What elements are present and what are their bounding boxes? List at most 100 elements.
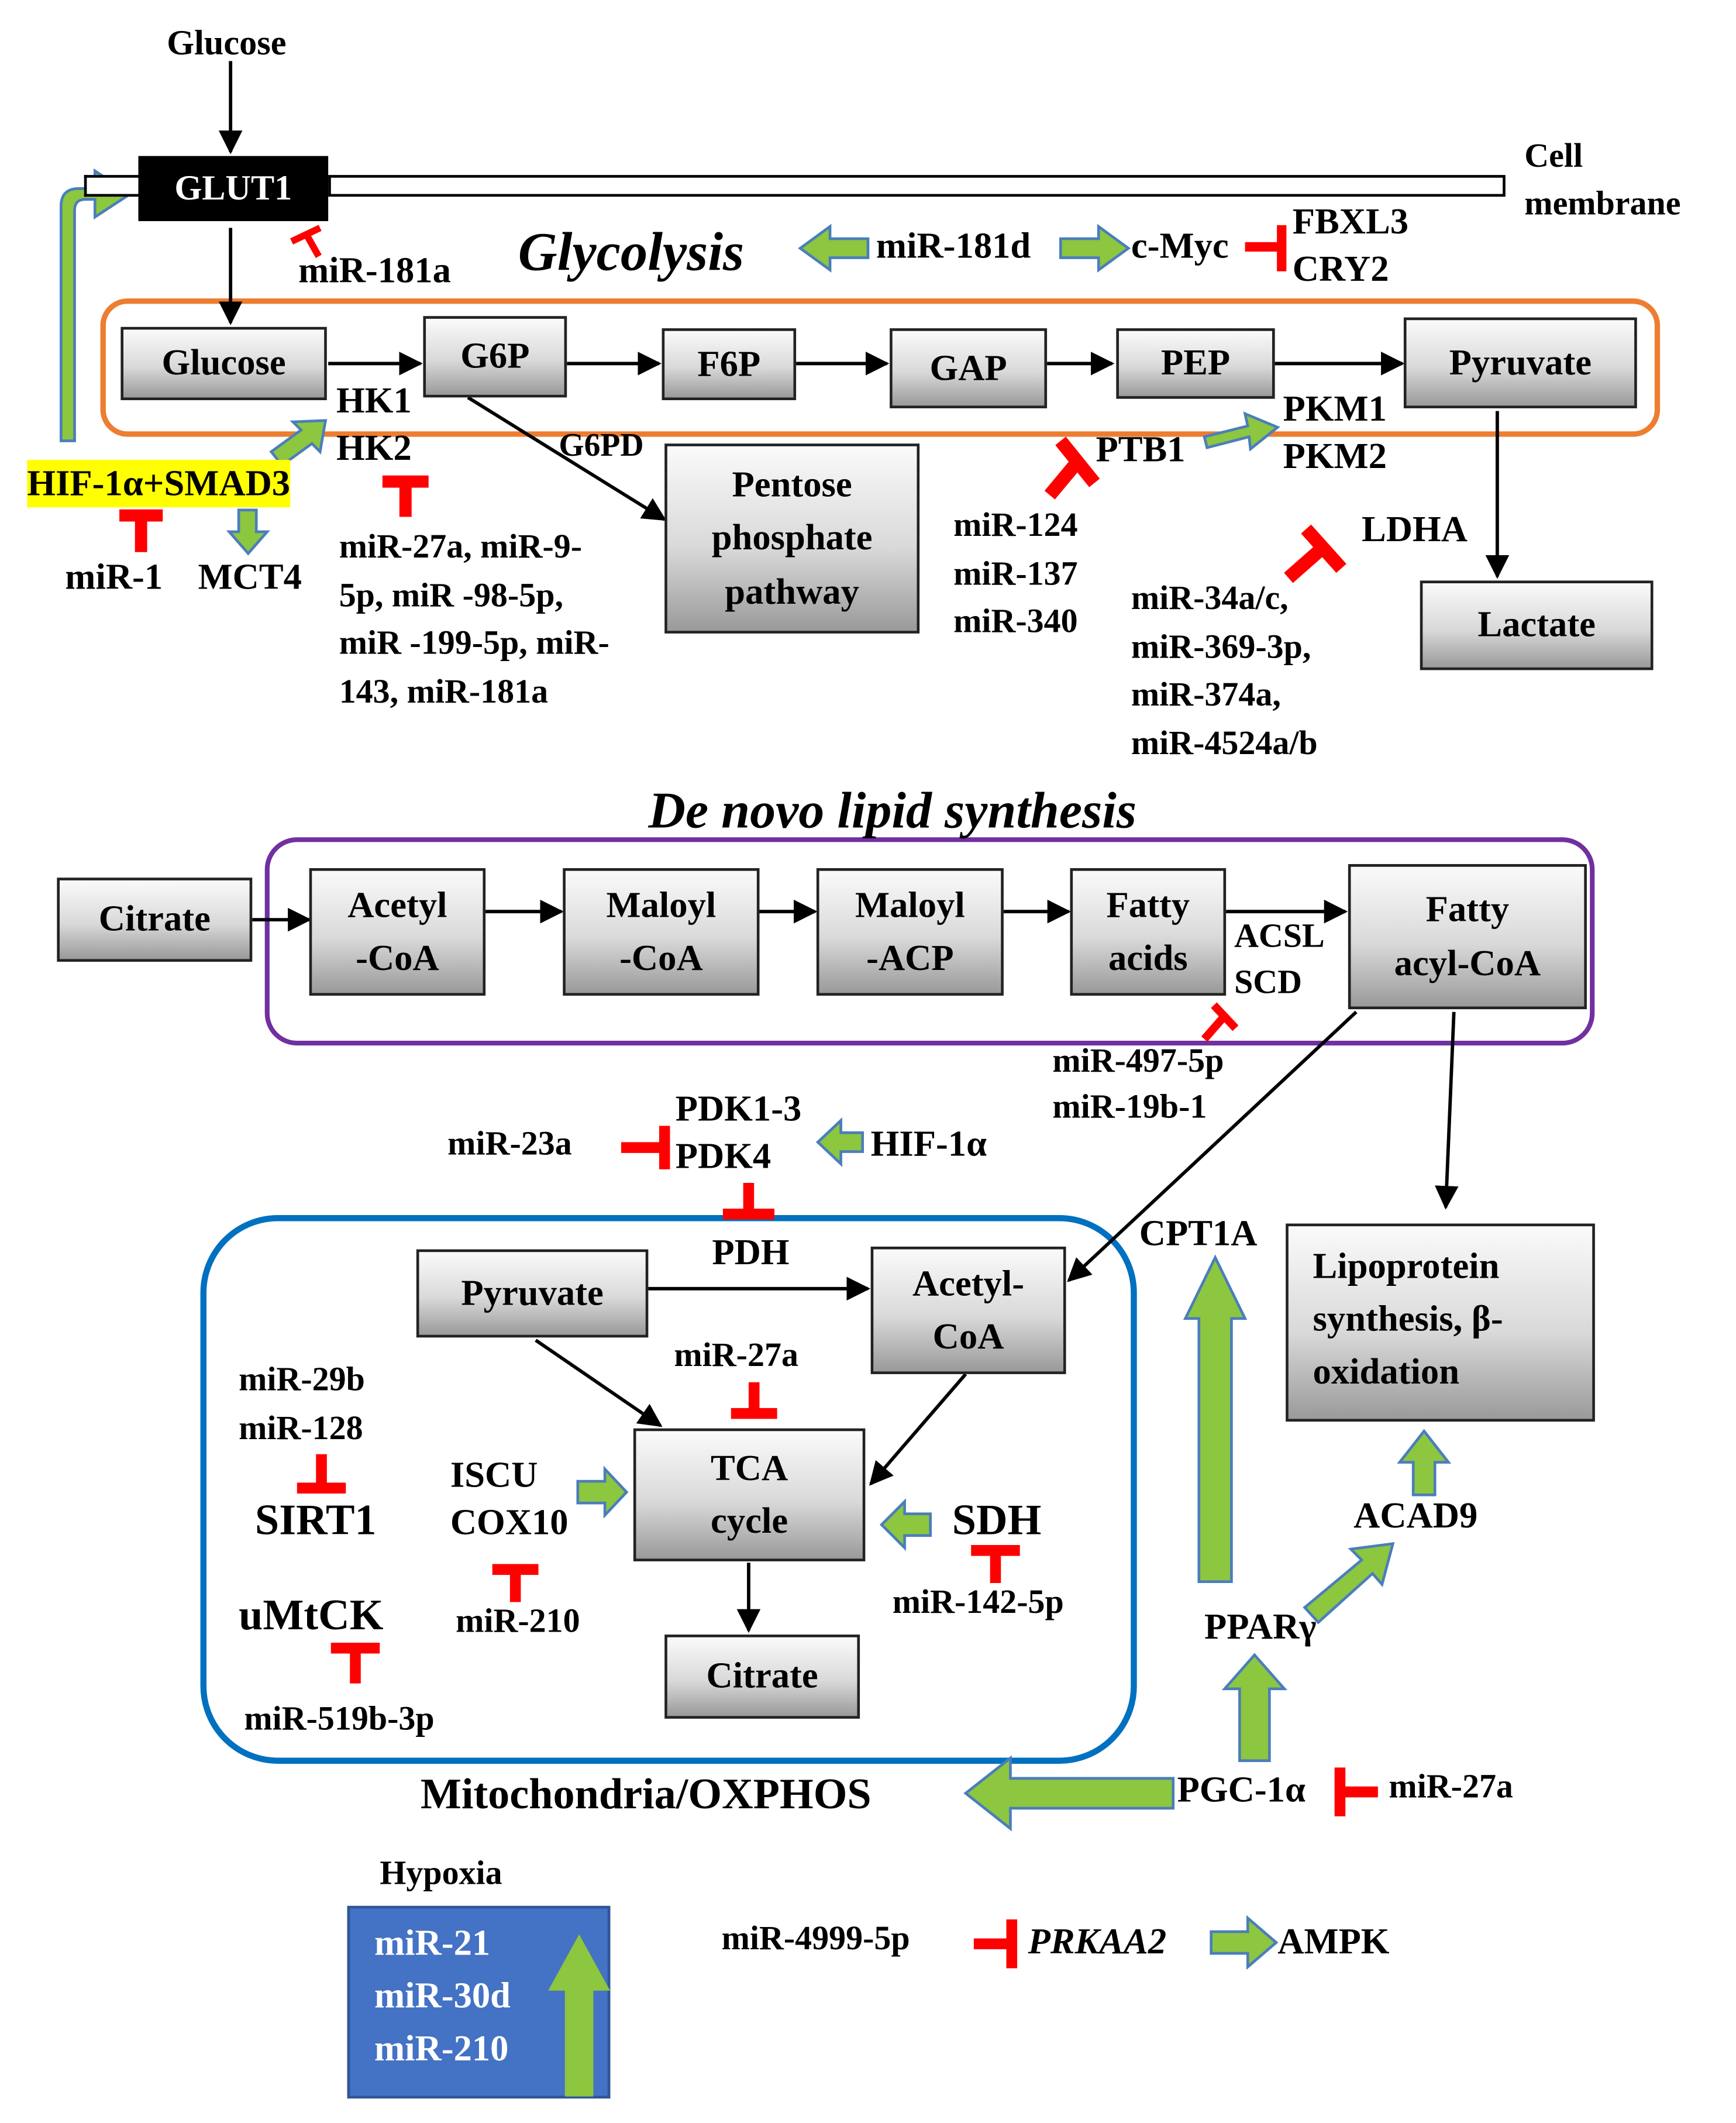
lipoprotein-box: Lipoprotein synthesis, β- oxidation [1286, 1223, 1595, 1422]
inhibit-hk-mirs [382, 475, 429, 517]
mitochondria-frame [200, 1215, 1137, 1764]
gap-box-label: GAP [929, 347, 1007, 388]
arrow-sdh-to-tca [879, 1498, 932, 1551]
hypoxia-box: miR-21 miR-30d miR-210 [347, 1905, 611, 2099]
arrow-acyl-to-mito-acetylcoa [1067, 1010, 1358, 1282]
cell-membrane-label: Cell membrane [1524, 138, 1681, 223]
cmyc-label: c-Myc [1131, 225, 1229, 266]
fatty-acyl-coa-box: Fatty acyl-CoA [1348, 864, 1587, 1010]
pgc1a-label: PGC-1α [1177, 1768, 1306, 1810]
lipid-title: De novo lipid synthesis [648, 782, 1137, 840]
hk-label: HK1 HK2 [336, 380, 412, 469]
glut1-label: GLUT1 [174, 168, 292, 208]
inhibit-glut1-mir181a [290, 225, 322, 259]
mir1-label: miR-1 [65, 556, 163, 597]
mir142-label: miR-142-5p [892, 1584, 1064, 1621]
glucose-box-label: Glucose [161, 342, 286, 383]
mir27a-tca-label: miR-27a [674, 1337, 798, 1374]
arrow-pgc-to-mitochondria [963, 1755, 1175, 1832]
lipid-citrate-label: Citrate [98, 898, 211, 940]
arrow-ptb1-to-pkm [1203, 411, 1280, 452]
lactate-box: Lactate [1420, 580, 1654, 670]
maloyl-coa-box: Maloyl -CoA [563, 868, 760, 996]
pyruvate-box: Pyruvate [1403, 317, 1637, 408]
glycolysis-title: Glycolysis [518, 221, 745, 283]
pdh-label: PDH [712, 1231, 790, 1272]
mito-acetyl-coa-label: Acetyl- CoA [912, 1262, 1025, 1357]
inhibit-umtck-mir [330, 1643, 380, 1684]
arrow-acyl-to-lipoprotein [1435, 1011, 1459, 1210]
lactate-box-label: Lactate [1477, 604, 1596, 645]
tca-box-label: TCA cycle [710, 1447, 788, 1542]
inhibit-iscu-mir210 [492, 1564, 539, 1602]
maloyl-coa-label: Maloyl -CoA [606, 884, 717, 978]
mito-citrate-label: Citrate [706, 1655, 818, 1697]
inhibit-hif-mir1 [119, 509, 163, 552]
hypoxia-mir: miR-210 [374, 2028, 509, 2069]
inhibition-markers [119, 225, 1378, 1969]
arrow-mir181d-to-cmyc [1059, 223, 1131, 273]
pep-box: PEP [1116, 328, 1275, 399]
arrow-hif-to-hk [269, 419, 328, 467]
inhibit-tca-mir27a [731, 1382, 777, 1419]
hif-smad3-label: HIF-1α+SMAD3 [27, 460, 291, 508]
pyruvate-box-label: Pyruvate [1449, 342, 1592, 383]
lipid-synthesis-frame [264, 837, 1595, 1046]
ldha-mirs-label: miR-34a/c, miR-369-3p, miR-374a, miR-452… [1131, 580, 1318, 762]
arrow-g6p-to-ppp [467, 395, 667, 521]
acetyl-coa-box: Acetyl -CoA [309, 868, 486, 996]
g6pd-label: G6PD [559, 428, 644, 464]
glucose-box: Glucose [120, 326, 327, 401]
hif1a-pdk-label: HIF-1α [870, 1123, 987, 1164]
inhibit-pgc-mir27a [1334, 1767, 1378, 1816]
prkaa2-label: PRKAA2 [1028, 1921, 1167, 1962]
ppp-box: Pentose phosphate pathway [664, 443, 920, 634]
arrow-prkaa2-to-ampk [1210, 1915, 1279, 1970]
pdk-label: PDK1-3 PDK4 [675, 1088, 802, 1176]
hypoxia-title: Hypoxia [380, 1856, 502, 1893]
mir23a-label: miR-23a [447, 1126, 572, 1163]
inhibit-acsl-mirs [1201, 1002, 1239, 1042]
lipoprotein-label: Lipoprotein synthesis, β- oxidation [1313, 1245, 1503, 1392]
glucose-external-label: Glucose [167, 23, 287, 63]
acad9-label: ACAD9 [1353, 1495, 1478, 1536]
arrow-hif1a-to-pdk [815, 1117, 864, 1167]
tca-box: TCA cycle [633, 1428, 866, 1561]
ppar-label: PPARγ [1204, 1606, 1317, 1647]
f6p-box-label: F6P [697, 343, 761, 384]
membrane-edge [84, 175, 139, 197]
inhibit-ptb1-mirs [1044, 436, 1100, 500]
glut1-transporter: GLUT1 [138, 156, 329, 221]
mir210-label: miR-210 [456, 1603, 580, 1640]
ppp-box-label: Pentose phosphate pathway [711, 464, 873, 611]
inhibit-sdh-mir142 [971, 1545, 1020, 1583]
mito-pyruvate-box: Pyruvate [416, 1249, 649, 1338]
fatty-acyl-coa-label: Fatty acyl-CoA [1394, 889, 1541, 983]
inhibit-pdk-mir23a [621, 1126, 670, 1169]
maloyl-acp-box: Maloyl -ACP [816, 868, 1004, 996]
mito-acetyl-coa-box: Acetyl- CoA [870, 1246, 1066, 1374]
inhibit-sirt1-mirs [297, 1454, 346, 1494]
hypoxia-mir-list: miR-21 miR-30d miR-210 [374, 1916, 511, 2075]
f6p-box: F6P [662, 328, 797, 401]
mir181a-glut-label: miR-181a [298, 249, 451, 291]
fatty-acids-box: Fatty acids [1070, 868, 1227, 996]
fbxl3-cry2-label: FBXL3 CRY2 [1292, 201, 1409, 290]
activation-arrows [60, 168, 1452, 1970]
gap-box: GAP [890, 328, 1048, 408]
cpt1a-label: CPT1A [1139, 1212, 1258, 1254]
umtck-label: uMtCK [239, 1589, 384, 1639]
ldha-label: LDHA [1362, 508, 1468, 550]
arrow-hif-to-glut1 [60, 168, 133, 442]
mitochondria-oxphos-label: Mitochondria/OXPHOS [420, 1768, 872, 1818]
pkm-label: PKM1 PKM2 [1283, 388, 1387, 477]
ptb1-mirs-label: miR-124 miR-137 miR-340 [953, 507, 1078, 641]
pathway-arrows [218, 61, 1510, 1633]
arrow-hif-to-mct4 [226, 508, 270, 556]
cell-membrane-bar [328, 175, 1506, 197]
arrow-mir181d-to-glycolysis [798, 223, 870, 273]
hypoxia-up-arrow [548, 1934, 611, 2097]
inhibit-cmyc-fbxl3 [1245, 225, 1287, 271]
arrow-pyruvate-to-tca [535, 1339, 663, 1427]
